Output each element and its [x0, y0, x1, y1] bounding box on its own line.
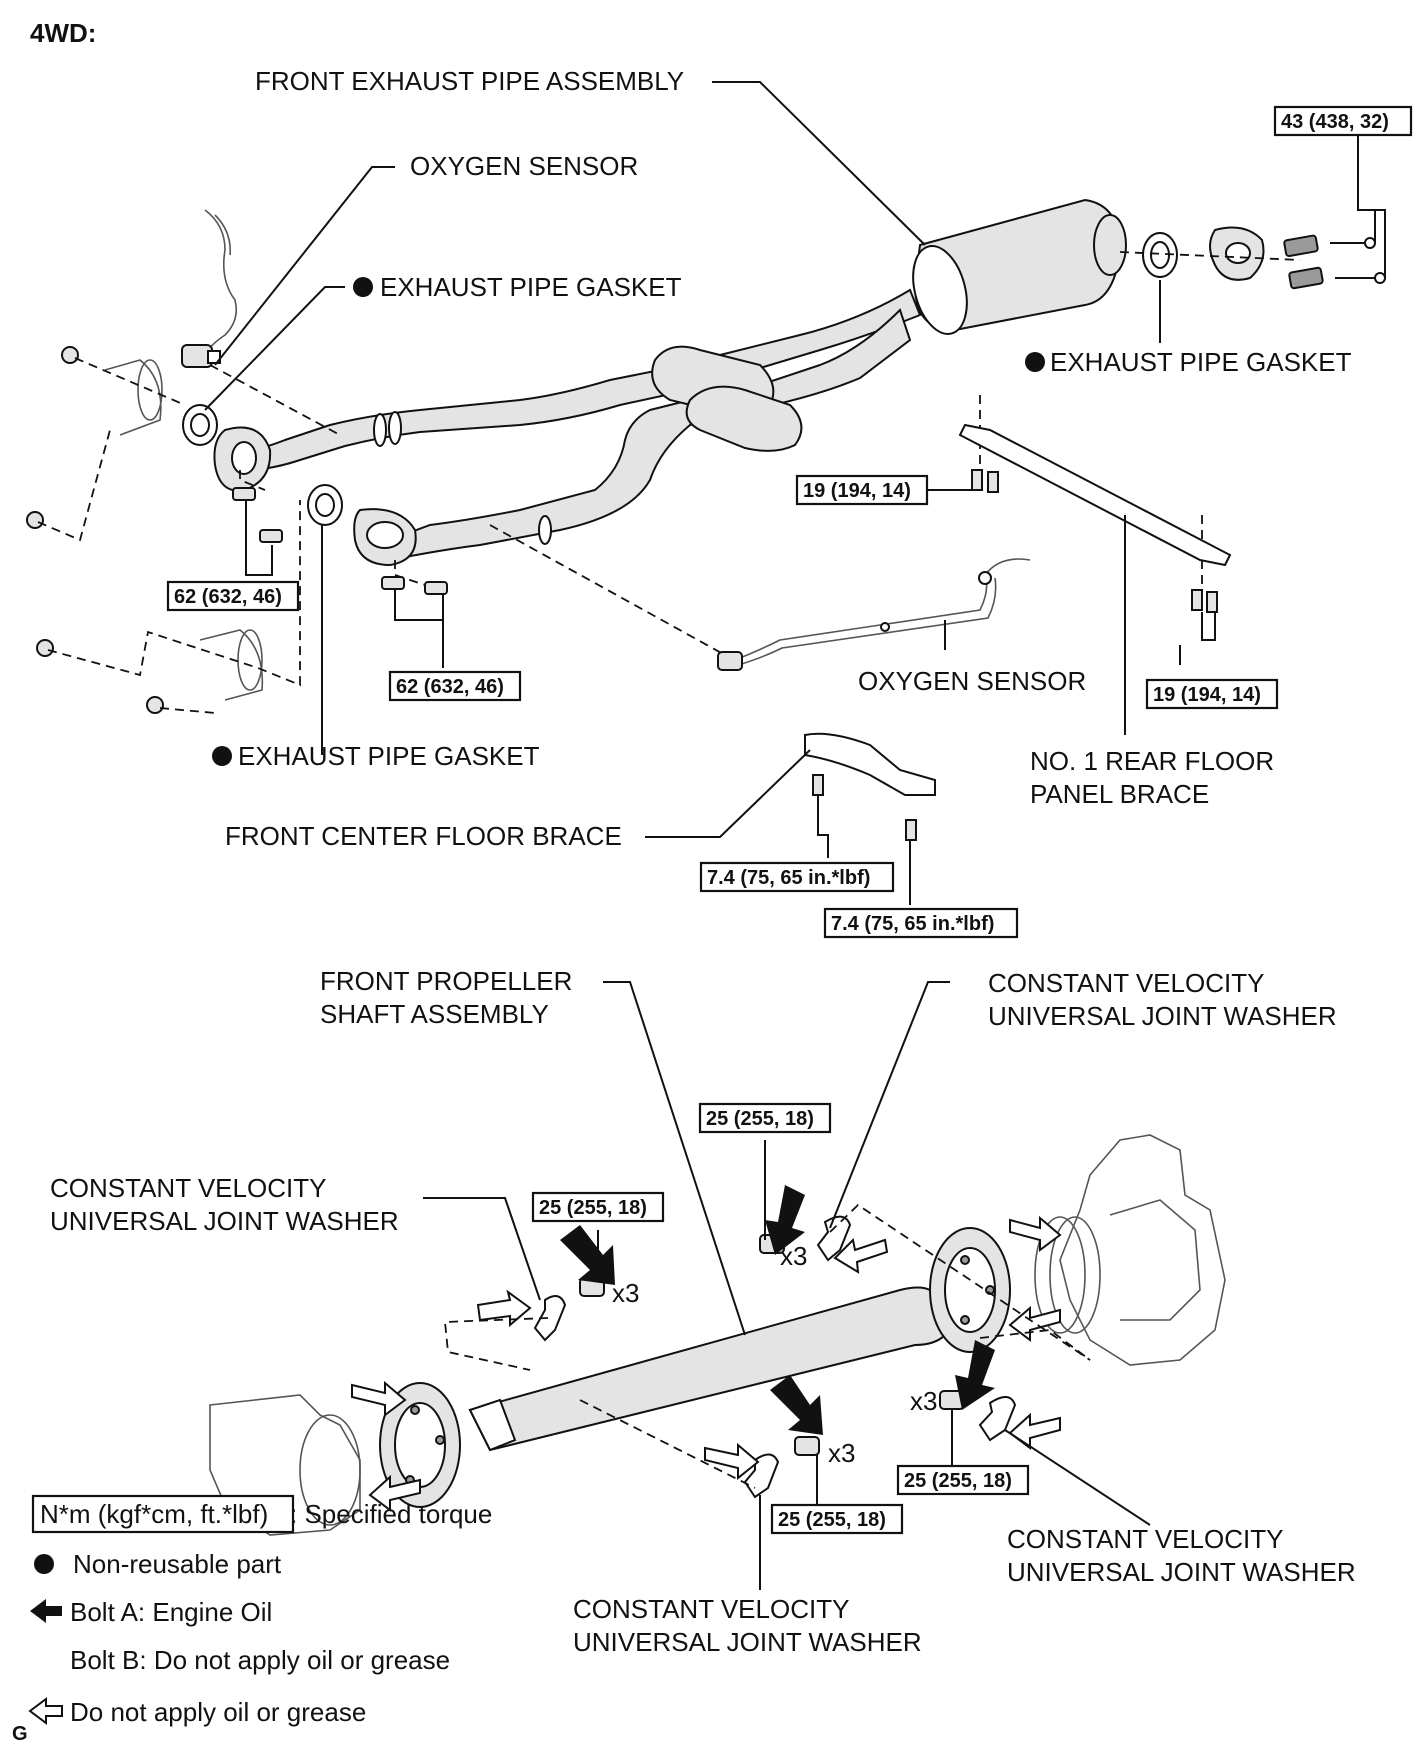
label-rear-floor-brace-1: NO. 1 REAR FLOOR [1030, 746, 1274, 776]
label-rear-floor-brace-2: PANEL BRACE [1030, 779, 1209, 809]
torque-25-d-text: 25 (255, 18) [778, 1509, 886, 1531]
non-reusable-dot-2 [1025, 352, 1045, 372]
legend-bolt-b-text: Bolt B: Do not apply oil or grease [70, 1645, 450, 1675]
torque-7-4-a-text: 7.4 (75, 65 in.*lbf) [707, 867, 870, 889]
label-front-exhaust-pipe-assembly: FRONT EXHAUST PIPE ASSEMBLY [255, 66, 684, 96]
label-cv-washer-tr-1: CONSTANT VELOCITY [988, 968, 1264, 998]
legend-no-oil-text: Do not apply oil or grease [70, 1697, 366, 1727]
torque-7-4-b-text: 7.4 (75, 65 in.*lbf) [831, 913, 994, 935]
legend-bolt-a-text: Bolt A: Engine Oil [70, 1597, 272, 1627]
torque-box-62-b: 62 (632, 46) [388, 670, 522, 702]
torque-box-25-c: 25 (255, 18) [896, 1464, 1030, 1496]
legend-torque-box-text: N*m (kgf*cm, ft.*lbf) [40, 1499, 268, 1529]
torque-box-43: 43 (438, 32) [1273, 105, 1413, 137]
torque-box-7-4-a: 7.4 (75, 65 in.*lbf) [699, 861, 895, 893]
leader-lines [204, 81, 1386, 1590]
label-front-center-floor-brace: FRONT CENTER FLOOR BRACE [225, 821, 622, 851]
non-reusable-dot-3 [212, 746, 232, 766]
torque-62-b-text: 62 (632, 46) [396, 676, 504, 698]
cv-washers-illustration [533, 1215, 1017, 1499]
label-exhaust-pipe-gasket-1: EXHAUST PIPE GASKET [380, 272, 682, 302]
label-exhaust-pipe-gasket-3: EXHAUST PIPE GASKET [238, 741, 540, 771]
label-propeller-1: FRONT PROPELLER [320, 966, 572, 996]
front-center-floor-brace-illustration [804, 732, 936, 841]
label-cv-washer-l-2: UNIVERSAL JOINT WASHER [50, 1206, 399, 1236]
label-oxygen-sensor-top: OXYGEN SENSOR [410, 151, 638, 181]
corner-mark: G [12, 1723, 28, 1745]
torque-box-25-a: 25 (255, 18) [698, 1102, 832, 1134]
left-pipe-ghost-illustration [26, 346, 264, 714]
legend-bolt-a-arrow-icon [30, 1599, 62, 1623]
label-cv-washer-br-1: CONSTANT VELOCITY [1007, 1524, 1283, 1554]
propeller-alignment-lines [444, 1203, 1091, 1489]
rear-floor-panel-brace-illustration [958, 423, 1232, 613]
legend: N*m (kgf*cm, ft.*lbf) : Specified torque… [12, 1494, 492, 1745]
x3-label-1: x3 [612, 1278, 639, 1308]
no-oil-arrows [351, 1215, 1062, 1512]
torque-box-7-4-b: 7.4 (75, 65 in.*lbf) [823, 907, 1019, 939]
torque-box-25-d: 25 (255, 18) [770, 1503, 904, 1535]
legend-torque-text: : Specified torque [290, 1499, 492, 1529]
torque-box-19-a: 19 (194, 14) [795, 474, 929, 506]
torque-19-a-text: 19 (194, 14) [803, 480, 911, 502]
label-exhaust-pipe-gasket-2: EXHAUST PIPE GASKET [1050, 347, 1352, 377]
front-exhaust-pipe-illustration [182, 198, 1386, 567]
oxygen-sensor-bottom-illustration [717, 558, 1031, 671]
label-cv-washer-b-2: UNIVERSAL JOINT WASHER [573, 1627, 922, 1657]
page-title: 4WD: [30, 18, 96, 48]
legend-no-oil-arrow-icon [28, 1697, 63, 1725]
torque-25-b-text: 25 (255, 18) [539, 1197, 647, 1219]
torque-43-text: 43 (438, 32) [1281, 111, 1389, 133]
torque-box-62-a: 62 (632, 46) [166, 580, 300, 612]
label-cv-washer-tr-2: UNIVERSAL JOINT WASHER [988, 1001, 1337, 1031]
torque-62-a-text: 62 (632, 46) [174, 586, 282, 608]
x3-label-2: x3 [780, 1241, 807, 1271]
torque-25-c-text: 25 (255, 18) [904, 1470, 1012, 1492]
oxygen-sensor-top-illustration [181, 209, 238, 368]
torque-box-25-b: 25 (255, 18) [531, 1191, 665, 1223]
bolts-62 [232, 487, 448, 595]
legend-non-reusable-dot [34, 1554, 54, 1574]
label-cv-washer-br-2: UNIVERSAL JOINT WASHER [1007, 1557, 1356, 1587]
label-cv-washer-b-1: CONSTANT VELOCITY [573, 1594, 849, 1624]
torque-19-b-text: 19 (194, 14) [1153, 684, 1261, 706]
legend-non-reusable-text: Non-reusable part [73, 1549, 282, 1579]
propeller-shaft-illustration [209, 1134, 1226, 1536]
x3-label-3: x3 [828, 1438, 855, 1468]
torque-25-a-text: 25 (255, 18) [706, 1108, 814, 1130]
x3-label-4: x3 [910, 1386, 937, 1416]
non-reusable-dot-1 [353, 277, 373, 297]
bolt-a-arrows [560, 1185, 995, 1435]
label-oxygen-sensor-bottom: OXYGEN SENSOR [858, 666, 1086, 696]
torque-box-19-b: 19 (194, 14) [1145, 678, 1279, 710]
label-cv-washer-l-1: CONSTANT VELOCITY [50, 1173, 326, 1203]
label-propeller-2: SHAFT ASSEMBLY [320, 999, 549, 1029]
